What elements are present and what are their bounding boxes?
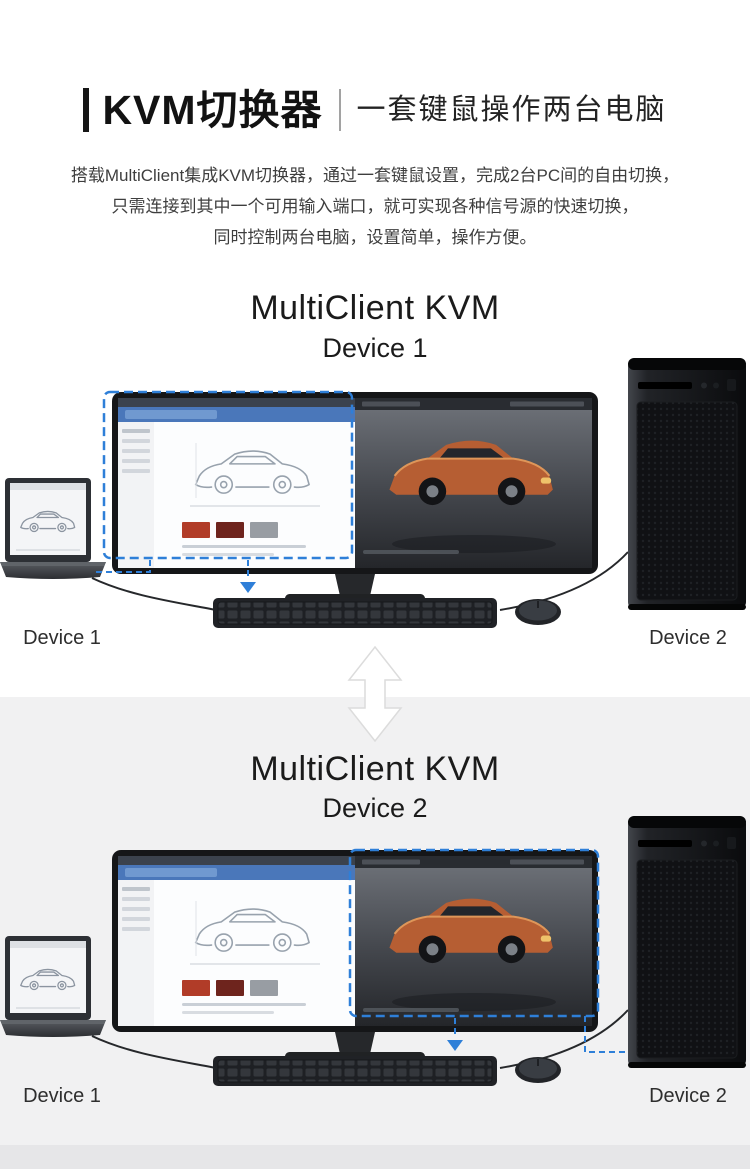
- kvm-active-selection-box: [102, 390, 354, 560]
- description-line-2: 只需连接到其中一个可用输入端口，就可实现各种信号源的快速切换，: [111, 197, 639, 216]
- device2-label: Device 2: [649, 1085, 727, 1107]
- header-divider: [338, 89, 341, 131]
- scene-device-2: Device 1 Device 2: [0, 815, 747, 1107]
- monitor-illustration: [112, 392, 598, 603]
- laptop-illustration: [0, 936, 106, 1037]
- laptop-cable-line: [91, 1035, 217, 1069]
- keyboard-illustration: [212, 597, 498, 629]
- section1-subtitle: Device 1: [322, 333, 428, 363]
- section1-title: MultiClient KVM: [250, 289, 500, 327]
- device1-label: Device 1: [23, 1085, 101, 1107]
- page-header: KVM切换器 一套键鼠操作两台电脑: [0, 88, 750, 132]
- mouse-illustration: [514, 598, 562, 626]
- tower-connection-dashed-line: [584, 1016, 626, 1053]
- mouse-illustration: [514, 1056, 562, 1084]
- header-accent-bar-icon: [83, 88, 90, 132]
- scene-device-1: Device 1 Device 2: [0, 357, 747, 649]
- page-title: KVM切换器: [102, 86, 323, 133]
- kvm-active-selection-box: [348, 848, 600, 1018]
- tower-pc-illustration: [627, 357, 747, 611]
- section2-title: MultiClient KVM: [250, 750, 500, 788]
- description-line-3: 同时控制两台电脑，设置简单，操作方便。: [213, 228, 537, 247]
- monitor-illustration: [112, 850, 598, 1061]
- description-paragraph: 搭载MultiClient集成KVM切换器，通过一套键鼠设置，完成2台PC间的自…: [0, 160, 750, 253]
- tower-pc-illustration: [627, 815, 747, 1069]
- footer-strip: [0, 1145, 750, 1169]
- swap-arrow-icon: [347, 645, 403, 743]
- device1-label: Device 1: [23, 627, 101, 649]
- device2-label: Device 2: [649, 627, 727, 649]
- connection-arrow-down-icon: [240, 582, 256, 593]
- keyboard-illustration: [212, 1055, 498, 1087]
- description-line-1: 搭载MultiClient集成KVM切换器，通过一套键鼠设置，完成2台PC间的自…: [70, 166, 680, 185]
- section2-subtitle: Device 2: [322, 793, 428, 823]
- laptop-cable-line: [91, 577, 217, 611]
- laptop-connection-dashed-line: [96, 560, 151, 573]
- page-subtitle: 一套键鼠操作两台电脑: [356, 93, 667, 126]
- connection-arrow-down-icon: [447, 1040, 463, 1051]
- laptop-illustration: [0, 478, 106, 579]
